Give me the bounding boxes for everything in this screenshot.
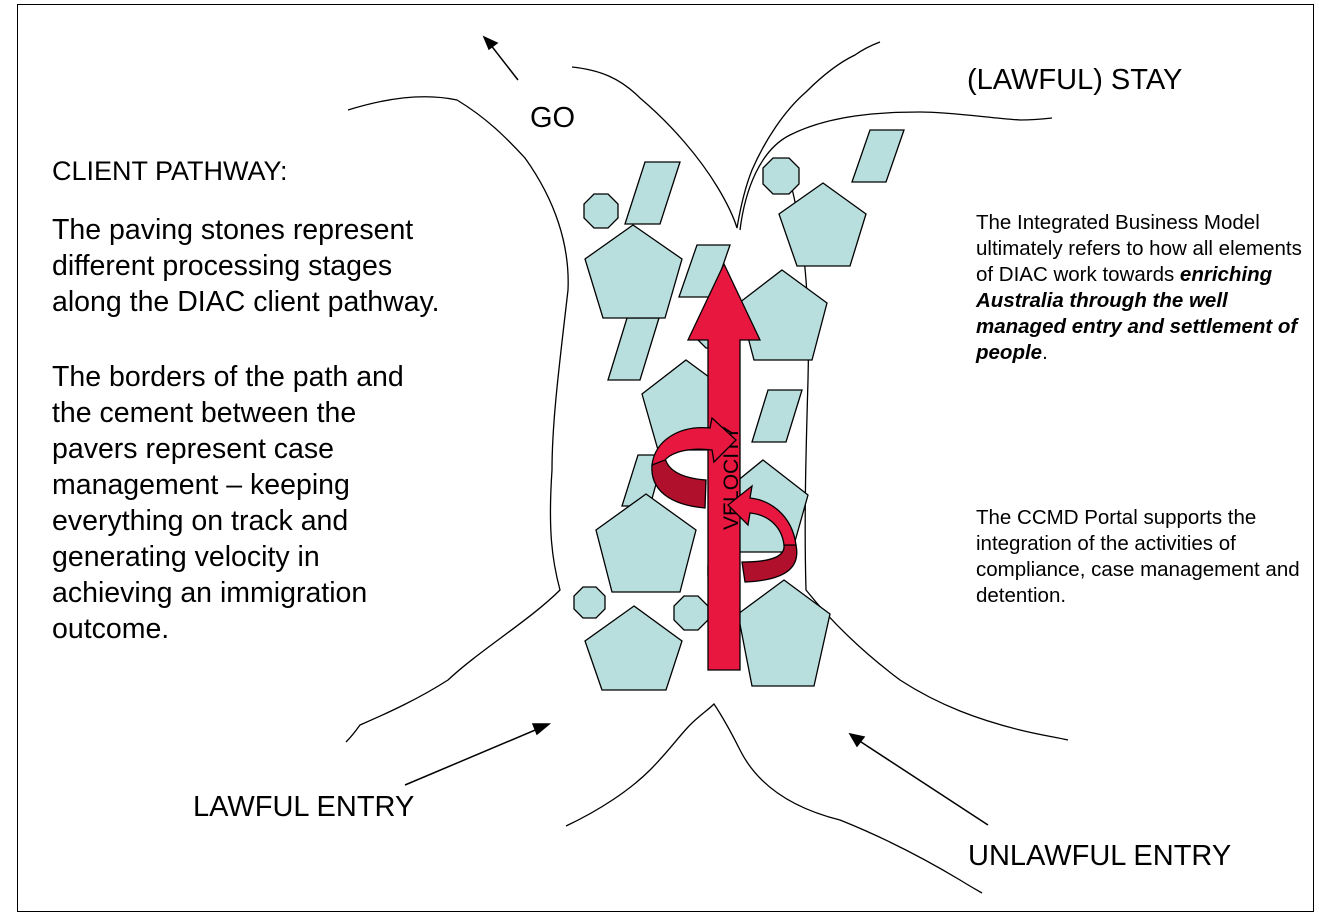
- paver-octagon: [584, 194, 618, 228]
- paver-pentagon: [585, 606, 682, 690]
- path-border-bottom-center: [566, 704, 982, 893]
- borders-description: The borders of the path and the cement b…: [52, 359, 447, 647]
- client-pathway-heading: CLIENT PATHWAY:: [52, 156, 288, 187]
- go-label: GO: [530, 104, 575, 133]
- paver-parallelogram: [752, 390, 802, 442]
- go-arrow-head: [484, 37, 497, 49]
- ccmd-portal-text: The CCMD Portal supports the integration…: [976, 505, 1316, 609]
- ibm-text-end: .: [1042, 341, 1048, 364]
- integrated-business-model-text: The Integrated Business Model ultimately…: [976, 210, 1316, 366]
- paving-stones-description: The paving stones represent different pr…: [52, 212, 447, 320]
- lawful-entry-arrow-head: [533, 724, 549, 734]
- paver-pentagon: [596, 494, 696, 592]
- go-arrow-line: [490, 44, 518, 80]
- path-borders: [346, 42, 1068, 893]
- paver-pentagon: [738, 580, 830, 686]
- paver-parallelogram: [852, 130, 904, 182]
- unlawful-entry-arrow-head: [850, 734, 864, 746]
- lawful-entry-arrow-line: [405, 728, 540, 785]
- paver-pentagon: [585, 225, 682, 318]
- lawful-entry-label: LAWFUL ENTRY: [193, 793, 414, 822]
- unlawful-entry-arrow-line: [858, 740, 988, 825]
- paver-octagon: [674, 596, 708, 630]
- paver-octagon: [574, 587, 605, 618]
- paver-parallelogram: [625, 162, 680, 224]
- stay-label: (LAWFUL) STAY: [967, 66, 1182, 95]
- paver-parallelogram: [608, 318, 659, 380]
- paver-pentagon: [739, 270, 827, 360]
- unlawful-entry-label: UNLAWFUL ENTRY: [968, 842, 1231, 871]
- paver-pentagon: [779, 183, 866, 266]
- paver-octagon: [763, 158, 799, 194]
- rotation-arrow-left-back: [652, 458, 706, 508]
